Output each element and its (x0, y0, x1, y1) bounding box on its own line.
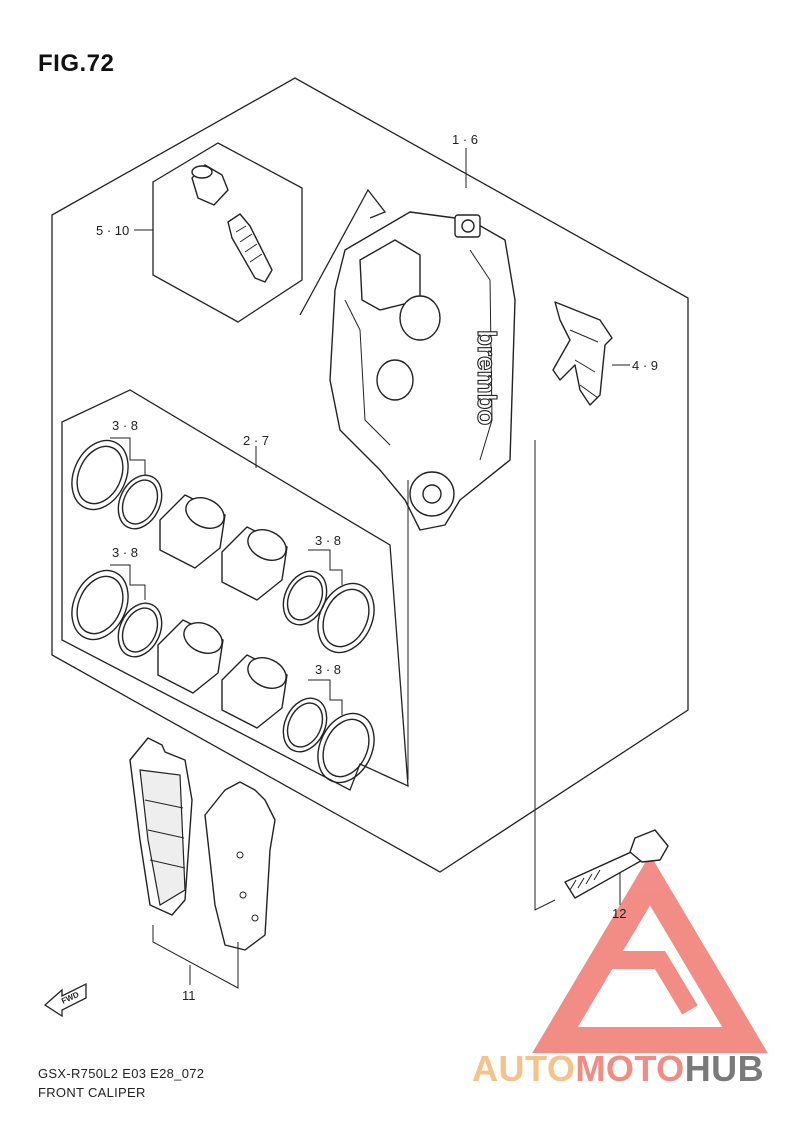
callout-seal-d: 3 · 8 (315, 662, 342, 677)
watermark-text: AUTOMOTOHUB (472, 1048, 764, 1090)
callout-seal-b: 3 · 8 (112, 545, 139, 560)
fwd-arrow-icon: FWD (43, 982, 87, 1018)
watermark-hub: HUB (684, 1048, 765, 1089)
leader-lines (110, 148, 630, 989)
brake-pads (129, 737, 276, 951)
pad-spring (552, 301, 613, 406)
caliper-assembly-boundary (51, 77, 689, 873)
callout-seal-c: 3 · 8 (315, 533, 342, 548)
figure-title: FIG.72 (38, 50, 115, 77)
pad-bolt (564, 829, 669, 899)
watermark-moto: MOTO (575, 1048, 685, 1089)
pistons (157, 494, 288, 729)
callout-pad-spring: 4 · 9 (632, 358, 659, 373)
bleeder-group-boundary (152, 142, 303, 323)
callout-bleeder: 5 · 10 (96, 223, 130, 238)
bleeder-valve (227, 213, 273, 283)
callout-seal-a: 3 · 8 (112, 418, 139, 433)
watermark-logo (532, 854, 768, 1053)
seal-rings (71, 439, 375, 784)
section-name: FRONT CALIPER (38, 1085, 146, 1100)
callout-piston-set: 2 · 7 (243, 433, 270, 448)
model-code: GSX-R750L2 E03 E28_072 (38, 1066, 205, 1081)
watermark-auto: AUTO (472, 1048, 576, 1089)
piston-group-boundary (61, 389, 409, 791)
callout-pads: 11 (182, 988, 196, 1003)
caliper-logo: brembo (472, 330, 502, 425)
callout-bolt: 12 (612, 906, 627, 921)
caliper-body (299, 188, 516, 531)
callout-caliper: 1 · 6 (452, 132, 479, 147)
bleeder-cap (191, 164, 229, 206)
